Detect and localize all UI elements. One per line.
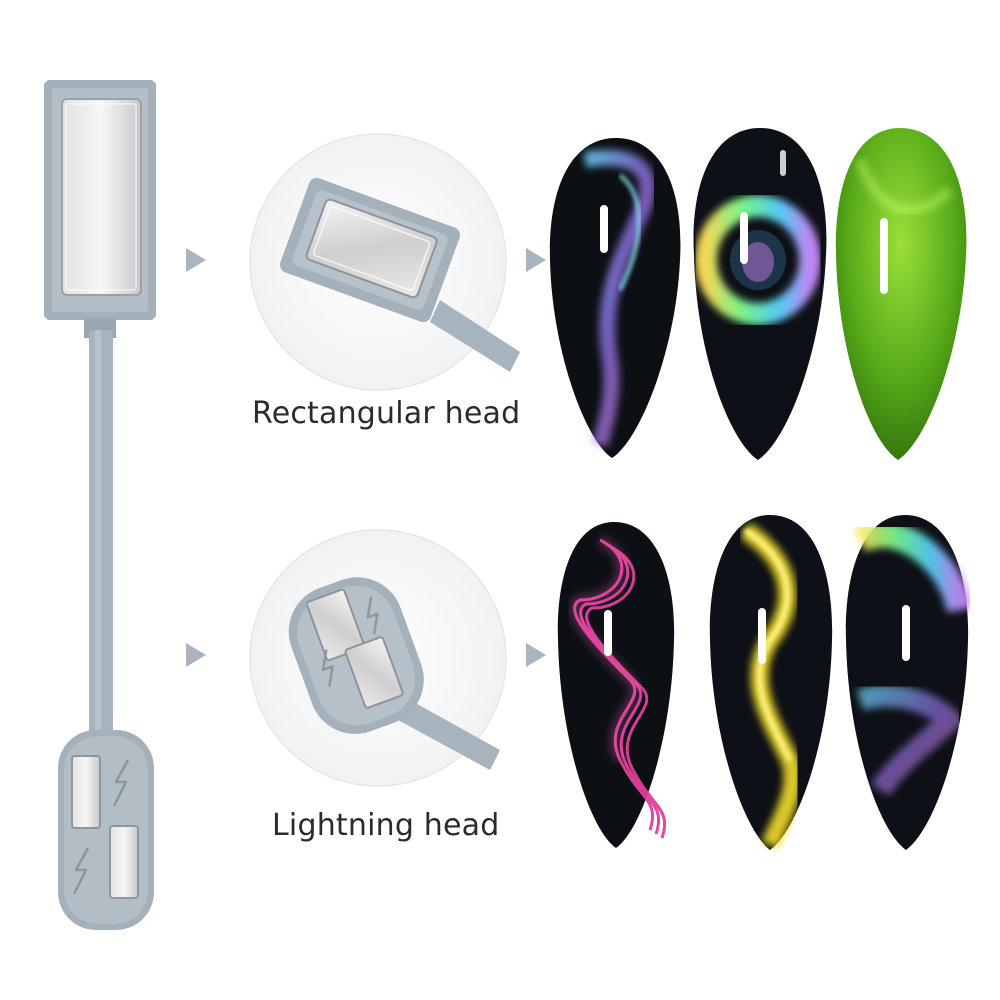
nail-sample (709, 515, 833, 850)
triangle-right-icon (186, 248, 546, 667)
nail-sample (693, 128, 827, 460)
magnet-stick-tool (44, 80, 156, 930)
nail-sample (835, 128, 967, 460)
nail-sample (845, 515, 973, 850)
lightning-head-closeup (249, 529, 507, 787)
nail-sample (557, 522, 675, 848)
lightning-bolt-icon (72, 759, 130, 895)
rectangular-head-caption: Rectangular head (252, 396, 521, 431)
nail-sample (549, 138, 681, 458)
rectangular-head-closeup (249, 133, 520, 391)
lightning-head-caption: Lightning head (272, 808, 500, 843)
